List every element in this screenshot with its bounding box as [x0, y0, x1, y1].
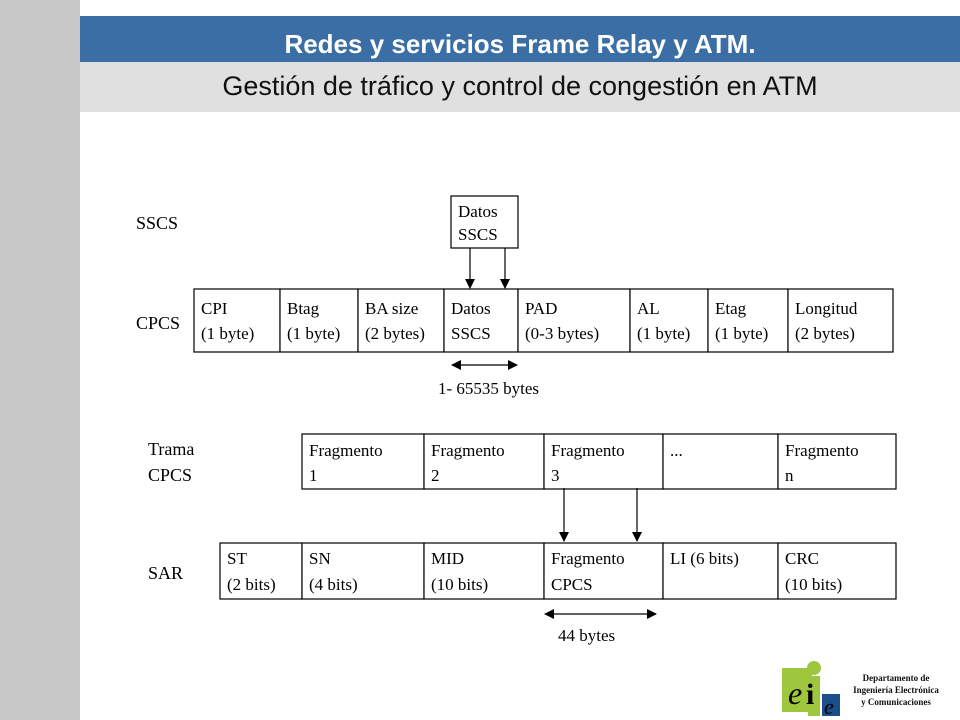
sar-cell-5: [662, 542, 779, 600]
cpcs-cell-8-line1: Longitud: [795, 299, 858, 318]
cpcs-cell-6-line2: (1 byte): [637, 324, 690, 343]
cpcs-cell-2: [279, 288, 359, 353]
cpcs-cell-8-line2: (2 bytes): [795, 324, 855, 343]
sar-cell-4-line2: CPCS: [551, 575, 593, 594]
sar-cell-3-line1: MID: [431, 549, 464, 568]
trama-cell-3-line2: 3: [551, 466, 560, 485]
trama-cell-1: [301, 433, 425, 490]
sar-cell-1-line1: ST: [227, 549, 247, 568]
trama-cell-1-line1: Fragmento: [309, 441, 383, 460]
sar-cell-2-line1: SN: [309, 549, 331, 568]
cpcs-cell-2-line1: Btag: [287, 299, 320, 318]
trama-cell-5-line1: Fragmento: [785, 441, 859, 460]
sscs-row-label: SSCS: [136, 213, 178, 233]
trama-cell-2-line1: Fragmento: [431, 441, 505, 460]
slide-title: Redes y servicios Frame Relay y ATM.: [80, 16, 960, 62]
department-line1: Departamento de: [862, 673, 930, 683]
cpcs-cells: CPI (1 byte) Btag (1 byte) BA size (2 bytes) D…: [193, 288, 894, 353]
cpcs-cell-3-line2: (2 bytes): [365, 324, 425, 343]
department-line3: y Comunicaciones: [861, 697, 931, 707]
trama-cell-3-line1: Fragmento: [551, 441, 625, 460]
sar-cell-4-line1: Fragmento: [551, 549, 625, 568]
cpcs-cell-7: [707, 288, 789, 353]
svg-text:e: e: [824, 694, 834, 719]
cpcs-cell-4-line2: SSCS: [451, 324, 491, 343]
cpcs-cell-6: [629, 288, 709, 353]
left-sidebar-bar: [0, 0, 80, 720]
trama-row-label-line2: CPCS: [148, 465, 192, 485]
cpcs-range-label: 1- 65535 bytes: [438, 379, 539, 398]
cpcs-cell-3-line1: BA size: [365, 299, 418, 318]
sar-cell-6-line2: (10 bits): [785, 575, 842, 594]
cpcs-cell-6-line1: AL: [637, 299, 660, 318]
cpcs-row-label: CPCS: [136, 313, 180, 333]
trama-cell-3: [543, 433, 664, 490]
sscs-data-box: [450, 195, 519, 249]
cpcs-cell-5: [517, 288, 631, 353]
sscs-box-line1: Datos: [458, 202, 498, 221]
cpcs-cell-7-line2: (1 byte): [715, 324, 768, 343]
sar-cell-3: [423, 542, 545, 600]
cpcs-cell-1: [193, 288, 281, 353]
sar-range-label: 44 bytes: [558, 626, 615, 645]
sar-cell-4: [543, 542, 664, 600]
sar-cell-2: [301, 542, 425, 600]
sar-cell-6-line1: CRC: [785, 549, 819, 568]
sscs-box-line2: SSCS: [458, 225, 498, 244]
trama-cell-4: [662, 433, 779, 490]
sar-cell-6: [777, 542, 897, 600]
trama-cell-1-line2: 1: [309, 466, 318, 485]
trama-cell-4-line1: ...: [670, 441, 683, 460]
cpcs-cell-1-line1: CPI: [201, 299, 228, 318]
slide-subtitle: Gestión de tráfico y control de congesti…: [80, 62, 960, 112]
trama-cells: Fragmento 1 Fragmento 2 Fragmento 3... Fragmen…: [301, 433, 897, 490]
department-line2: Ingeniería Electrónica: [853, 685, 939, 695]
cpcs-cell-1-line2: (1 byte): [201, 324, 254, 343]
sar-cells: ST (2 bits) SN (4 bits) MID (10 bits) Fragment…: [219, 542, 897, 600]
sar-cell-2-line2: (4 bits): [309, 575, 358, 594]
cpcs-cell-2-line2: (1 byte): [287, 324, 340, 343]
sar-cell-3-line2: (10 bits): [431, 575, 488, 594]
cpcs-cell-5-line2: (0-3 bytes): [525, 324, 599, 343]
svg-text:i: i: [806, 678, 814, 711]
trama-cell-5-line2: n: [785, 466, 794, 485]
sar-cell-5-line1: LI (6 bits): [670, 549, 739, 568]
cpcs-cell-8: [787, 288, 894, 353]
cpcs-cell-7-line1: Etag: [715, 299, 747, 318]
trama-cell-2-line2: 2: [431, 466, 440, 485]
trama-row-label-line1: Trama: [148, 439, 194, 459]
sar-cell-1-line2: (2 bits): [227, 575, 276, 594]
svg-text:e: e: [788, 675, 802, 711]
trama-cell-5: [777, 433, 897, 490]
cpcs-cell-5-line1: PAD: [525, 299, 557, 318]
sar-row-label: SAR: [148, 563, 183, 583]
eie-logo: e i e: [782, 661, 840, 719]
cpcs-cell-4-line1: Datos: [451, 299, 491, 318]
department-name: Departamento de Ingeniería Electrónica y…: [838, 672, 954, 708]
